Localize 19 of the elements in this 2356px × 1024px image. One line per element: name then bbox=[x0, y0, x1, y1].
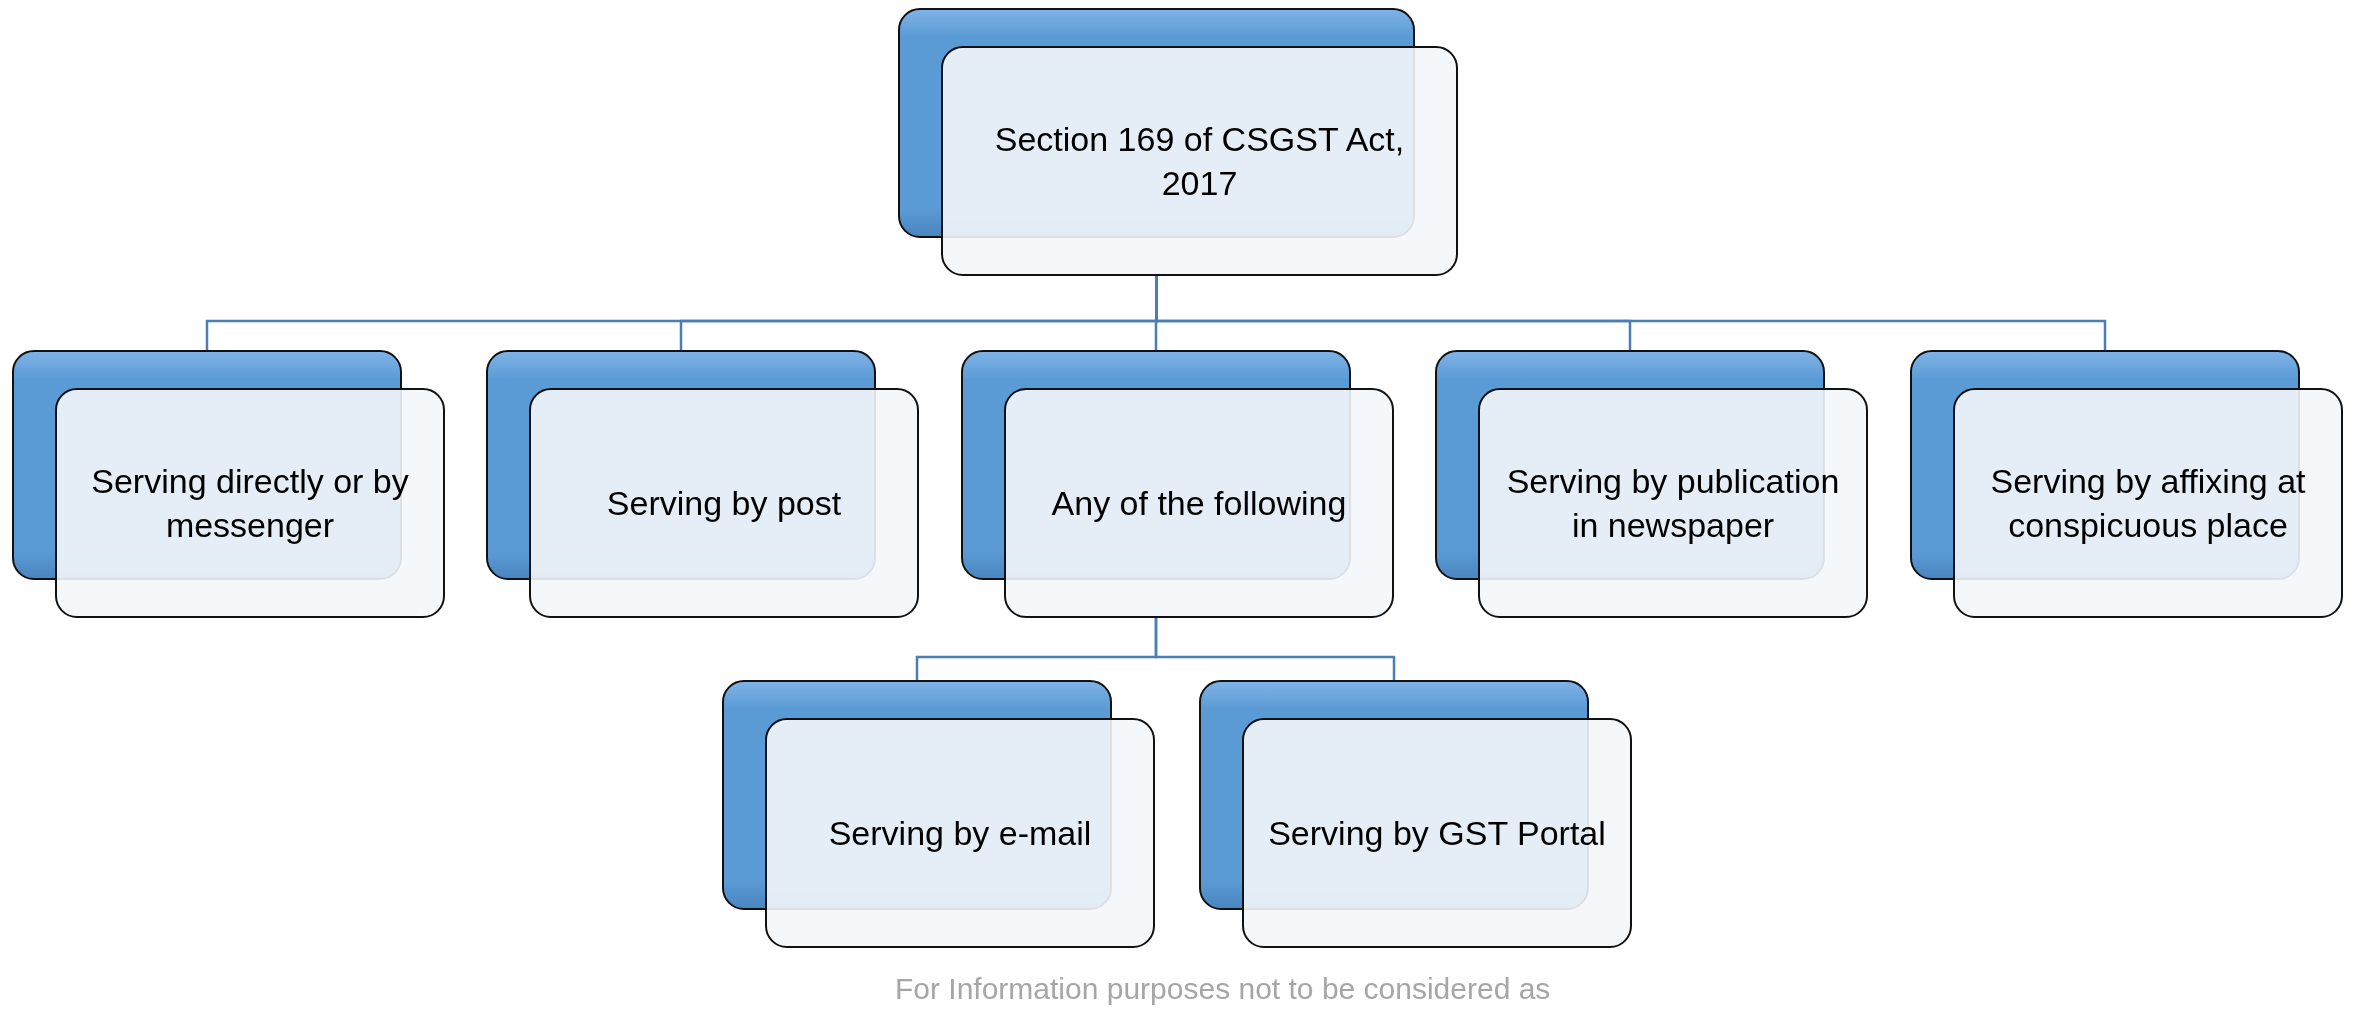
stacked-card bbox=[1435, 350, 1868, 618]
stacked-card bbox=[486, 350, 919, 618]
card-text: Serving by affixing at conspicuous place bbox=[1989, 460, 2307, 546]
card-text: Serving by GST Portal bbox=[1268, 812, 1606, 854]
stacked-card bbox=[898, 8, 1458, 276]
card-text: Serving directly or by messenger bbox=[90, 460, 410, 546]
card-text: Serving by publication in newspaper bbox=[1505, 460, 1841, 546]
card-text: Any of the following bbox=[1051, 482, 1347, 524]
stacked-card bbox=[722, 680, 1155, 948]
connector-line bbox=[1154, 618, 1396, 680]
card-text: Section 169 of CSGST Act, 2017 bbox=[993, 118, 1406, 204]
disclaimer-text: For Information purposes not to be considered as bbox=[895, 972, 1551, 1006]
connector-line bbox=[1155, 276, 2107, 350]
stacked-card bbox=[1199, 680, 1632, 948]
card-text: Serving by e-mail bbox=[828, 812, 1092, 854]
stacked-card bbox=[1910, 350, 2343, 618]
card-text: Serving by post bbox=[606, 482, 842, 524]
stacked-card bbox=[12, 350, 445, 618]
stacked-card bbox=[961, 350, 1394, 618]
